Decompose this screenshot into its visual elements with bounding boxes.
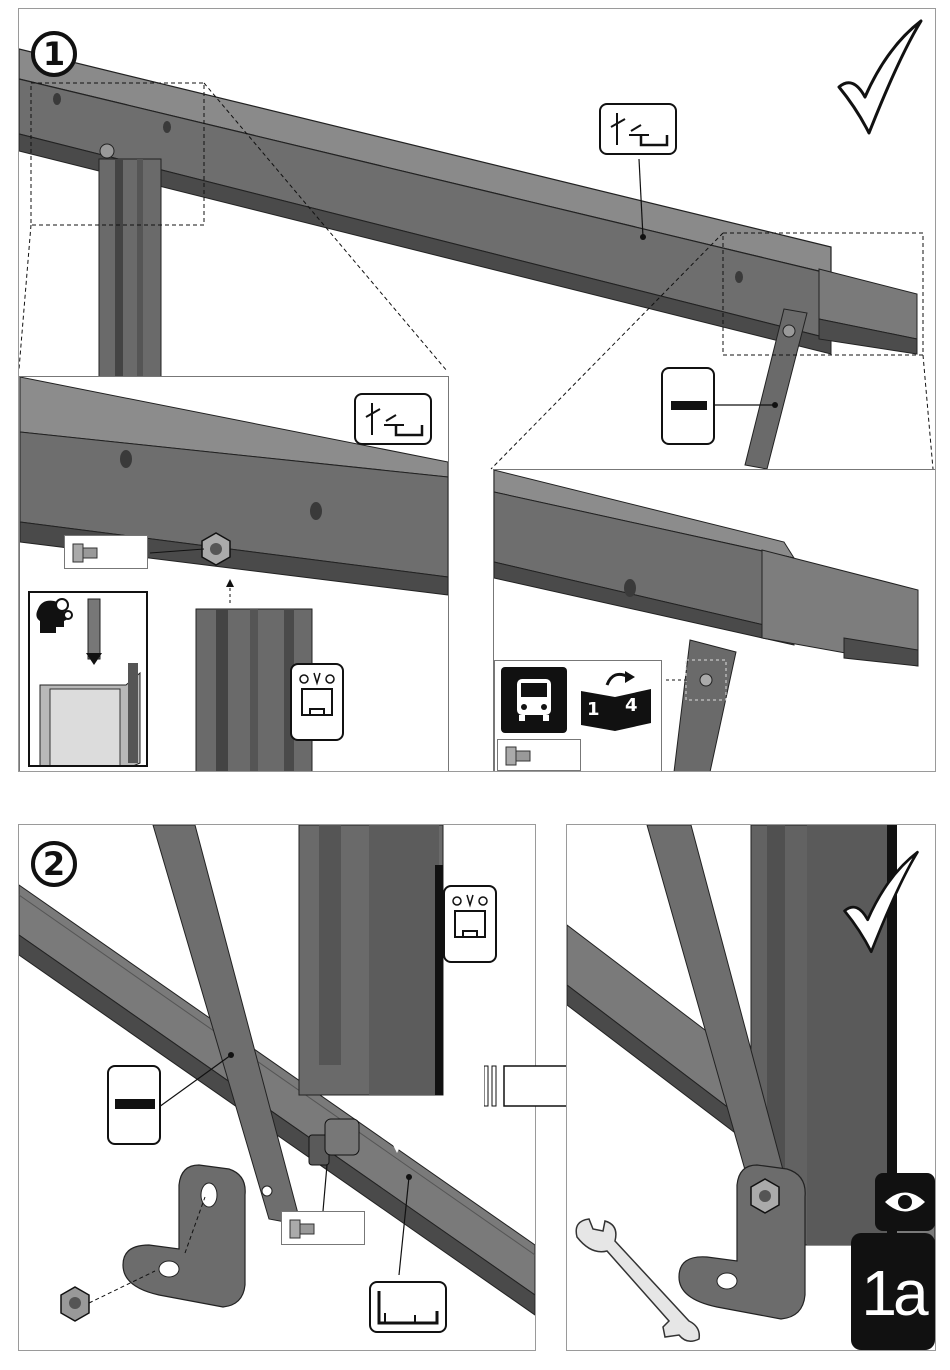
detail-code-label: 1a xyxy=(851,1233,935,1350)
flat-bar-icon xyxy=(115,1099,155,1109)
profile-section-icon xyxy=(292,665,342,739)
detail-right-inset: 1 4 xyxy=(493,469,936,772)
strut-profile-callout-step2 xyxy=(107,1065,161,1145)
bolt-icon xyxy=(69,538,103,568)
assembly-hint-inset xyxy=(28,591,148,767)
inset-profile-callout xyxy=(354,393,432,445)
detail-left-inset xyxy=(19,376,449,772)
step-2-result-panel: 1a xyxy=(566,824,936,1351)
bolt-part-tag-right xyxy=(497,739,581,771)
profile-section-icon xyxy=(445,887,495,961)
step-2-panel: 2 xyxy=(18,824,536,1351)
tools-info-inset: 1 4 xyxy=(494,660,662,772)
bolt-icon xyxy=(286,1214,320,1244)
wrench-icon xyxy=(569,1217,709,1347)
post-profile-callout xyxy=(290,663,344,741)
step-number-2: 2 xyxy=(31,841,77,887)
profile-section-callout xyxy=(599,103,677,155)
strut-profile-callout xyxy=(661,367,715,445)
profile-section-icon xyxy=(356,395,430,443)
step-number-1: 1 xyxy=(31,31,77,77)
profile-section-icon xyxy=(371,1283,445,1331)
step-1-panel: 1 xyxy=(18,8,936,772)
bolt-icon xyxy=(502,741,536,771)
bolt-part-tag-step2 xyxy=(281,1211,365,1245)
book-page-end: 4 xyxy=(625,695,638,716)
eye-icon xyxy=(875,1173,935,1231)
checkmark-icon xyxy=(835,17,925,137)
bus-icon xyxy=(501,667,567,733)
post-insertion-illustration xyxy=(30,593,148,767)
flat-bar-icon xyxy=(671,401,707,410)
rail-profile-callout xyxy=(369,1281,447,1333)
book-page-start: 1 xyxy=(587,699,600,720)
checkmark-icon xyxy=(841,847,921,957)
manual-book-icon: 1 4 xyxy=(577,667,655,733)
post-profile-callout-step2 xyxy=(443,885,497,963)
profile-section-icon xyxy=(601,105,675,153)
bolt-part-tag xyxy=(64,535,148,569)
